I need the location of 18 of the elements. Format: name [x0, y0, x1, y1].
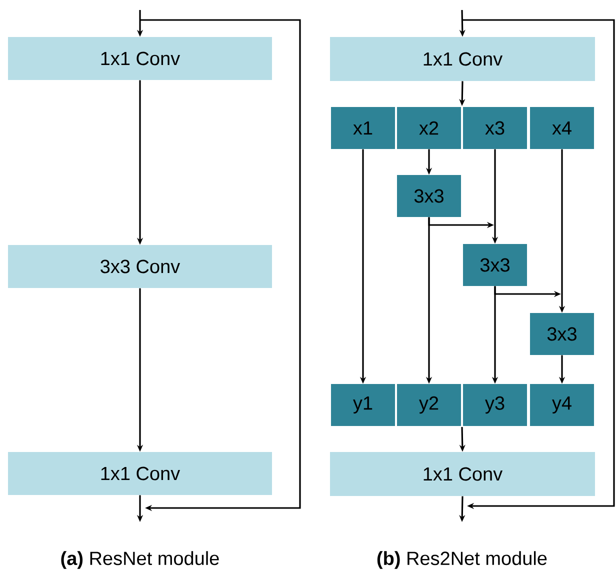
- conv-box: 3x3 Conv: [8, 245, 272, 288]
- split-box: x1: [331, 107, 395, 149]
- output-box: y1: [331, 384, 395, 426]
- conv-box: 1x1 Conv: [330, 452, 595, 496]
- output-box: y4: [530, 384, 594, 426]
- caption: (b) Res2Net module: [377, 551, 547, 569]
- output-box: y2: [397, 384, 461, 426]
- split-box: x3: [463, 107, 527, 149]
- conv-box: 1x1 Conv: [8, 452, 272, 495]
- output-box: y3: [463, 384, 527, 426]
- caption: (a) ResNet module: [61, 551, 219, 569]
- conv-box: 3x3: [397, 175, 461, 217]
- conv-box: 3x3: [463, 244, 527, 286]
- conv-box: 1x1 Conv: [8, 37, 272, 80]
- conv-box: 1x1 Conv: [330, 37, 595, 81]
- split-box: x2: [397, 107, 461, 149]
- conv-box: 3x3: [530, 313, 594, 355]
- split-box: x4: [530, 107, 594, 149]
